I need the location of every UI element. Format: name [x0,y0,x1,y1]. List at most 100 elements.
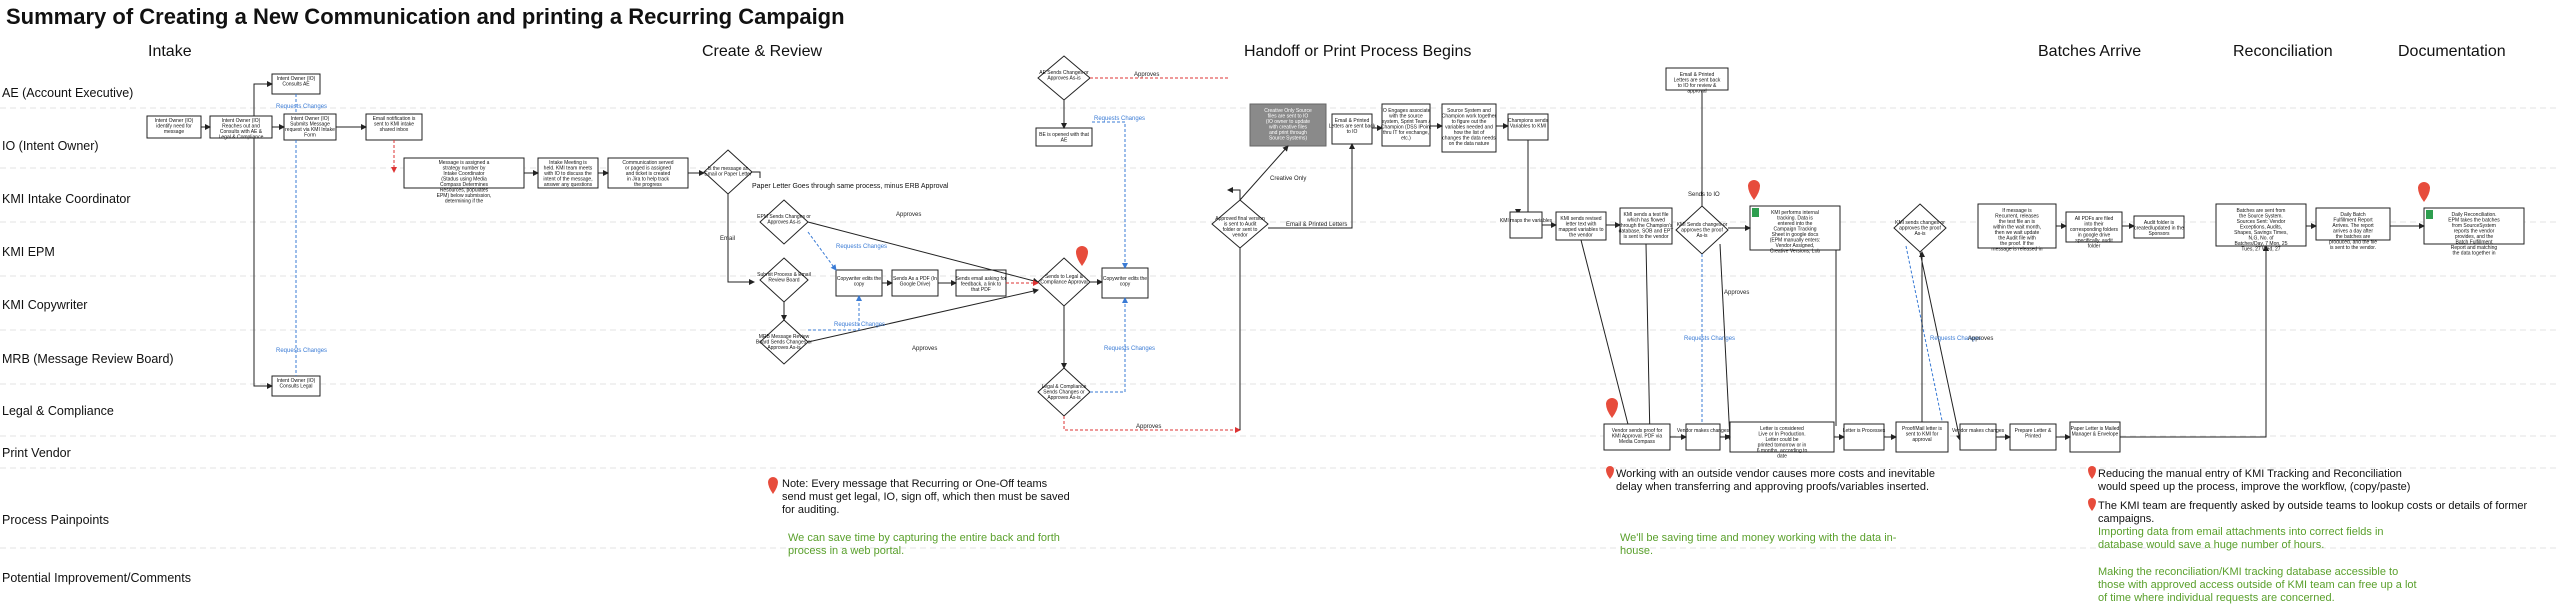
phase-reconciliation: Reconciliation [2233,43,2333,60]
alert-icon-p2 [1606,466,1614,479]
node-daily-batch-report [2315,207,2391,241]
node-source-champion [1441,103,1497,153]
improvement-1: We can save time by capturing the entire… [788,532,1060,557]
alert-icon-legal [1076,246,1088,266]
alert-icon-vendor [1606,398,1618,418]
label-approves-ae: Approves [1134,72,1159,78]
label-requests-changes-ae-2: Requests Changes [1094,116,1145,122]
lane-separators [0,107,2560,549]
label-approves-legal: Approves [1136,424,1161,430]
node-sends-pdf [891,269,939,297]
label-sends-to-io: Sends to IO [1688,192,1720,198]
node-email-notification [365,113,423,141]
node-pdfs-filed [2065,211,2123,243]
lane-ae: AE (Account Executive) [2,86,133,100]
node-letter-live [1729,421,1835,453]
node-sends-feedback-email [955,269,1007,297]
improvement-2: We'll be saving time and money working w… [1620,532,1896,557]
node-daily-reconciliation-text: Daily Reconciliation.EPM takes the batch… [2448,212,2500,257]
node-vendor-changes-text: Vendor makes changes [1677,428,1730,434]
node-copywriter-edits [835,269,883,297]
alert-icon-p4 [2088,498,2096,511]
lane-copywriter: KMI Copywriter [2,298,87,312]
painpoint-2: Working with an outside vendor causes mo… [1616,468,1935,493]
node-kmi-maps-variables-text: KMI maps the variables [1500,218,1553,224]
lane-epm: KMI EPM [2,245,55,259]
label-creative-only: Creative Only [1270,176,1306,182]
alert-icon-p1 [768,477,778,494]
label-approves-mrb: Approves [912,346,937,352]
alert-markers [768,180,2430,511]
node-batches-sent [2215,203,2307,247]
lane-improvements: Potential Improvement/Comments [2,571,191,585]
label-requests-changes-kmi: Requests Changes [1684,336,1735,342]
improvement-3: Importing data from email attachments in… [2098,526,2384,551]
decision-send-to-legal-text: Sends to Legal &Compliance Approval [1040,274,1087,286]
improvement-4: Making the reconciliation/KMI tracking d… [2098,566,2417,604]
phase-create-review: Create & Review [702,43,822,60]
lane-intake-coordinator: KMI Intake Coordinator [2,192,131,206]
lane-mrb: MRB (Message Review Board) [2,352,174,366]
node-kmi-maps-variables [1509,211,1543,239]
doc-icon-tracking [1752,208,1759,217]
lane-print-vendor: Print Vendor [2,446,71,460]
node-jira-ticket [607,157,689,189]
lane-io: IO (Intent Owner) [2,139,99,153]
label-paper-letter-note: Paper Letter Goes through same process, … [752,183,949,190]
node-strategy-assigned [403,157,525,189]
alert-icon-reconciliation [2418,182,2430,202]
alert-icon-tracking [1748,180,1760,200]
lane-legal: Legal & Compliance [2,404,114,418]
node-email-printed-sent-io [1331,113,1373,145]
label-requests-changes-legal-2: Requests Changes [1104,346,1155,352]
painpoint-1: Note: Every message that Recurring or On… [782,478,1070,516]
node-daily-reconciliation [2423,207,2525,245]
node-letters-review [1665,67,1729,91]
label-requests-changes-mrb: Requests Changes [834,322,885,328]
label-email-printed: Email & Printed Letters [1286,222,1347,228]
phase-intake: Intake [148,43,192,60]
phase-documentation: Documentation [2398,43,2506,60]
label-approves-kmi-2: Approves [1968,336,1993,342]
lane-painpoints: Process Painpoints [2,513,109,527]
label-requests-changes-kmi-2: Requests Changes [1930,336,1981,342]
painpoint-3: Reducing the manual entry of KMI Trackin… [2098,468,2410,493]
decision-mrb [759,319,809,365]
node-vendor-changes-2-text: Vendor makes changes [1952,428,2005,434]
label-email: Email [720,236,735,242]
label-approves-epm: Approves [896,212,921,218]
